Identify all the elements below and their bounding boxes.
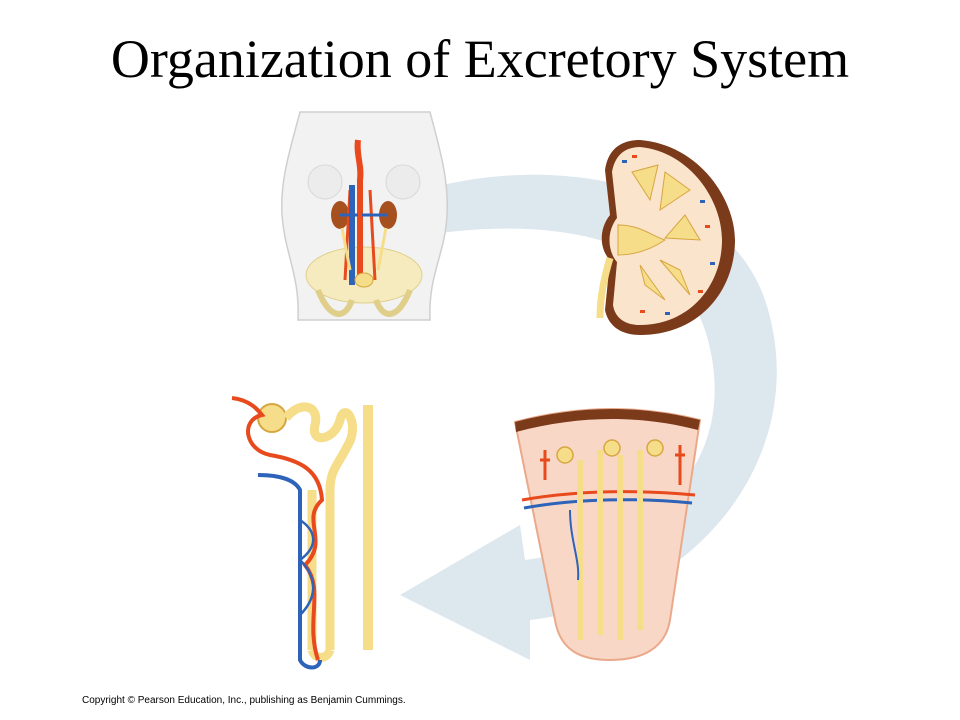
copyright-notice: Copyright © Pearson Education, Inc., pub… [82, 695, 406, 706]
kidney-section-illustration [513, 408, 702, 662]
torso-illustration [280, 111, 449, 321]
kidney-cross-section [596, 140, 735, 335]
slide-title: Organization of Excretory System [110, 29, 850, 89]
nephron-illustration [231, 396, 373, 670]
